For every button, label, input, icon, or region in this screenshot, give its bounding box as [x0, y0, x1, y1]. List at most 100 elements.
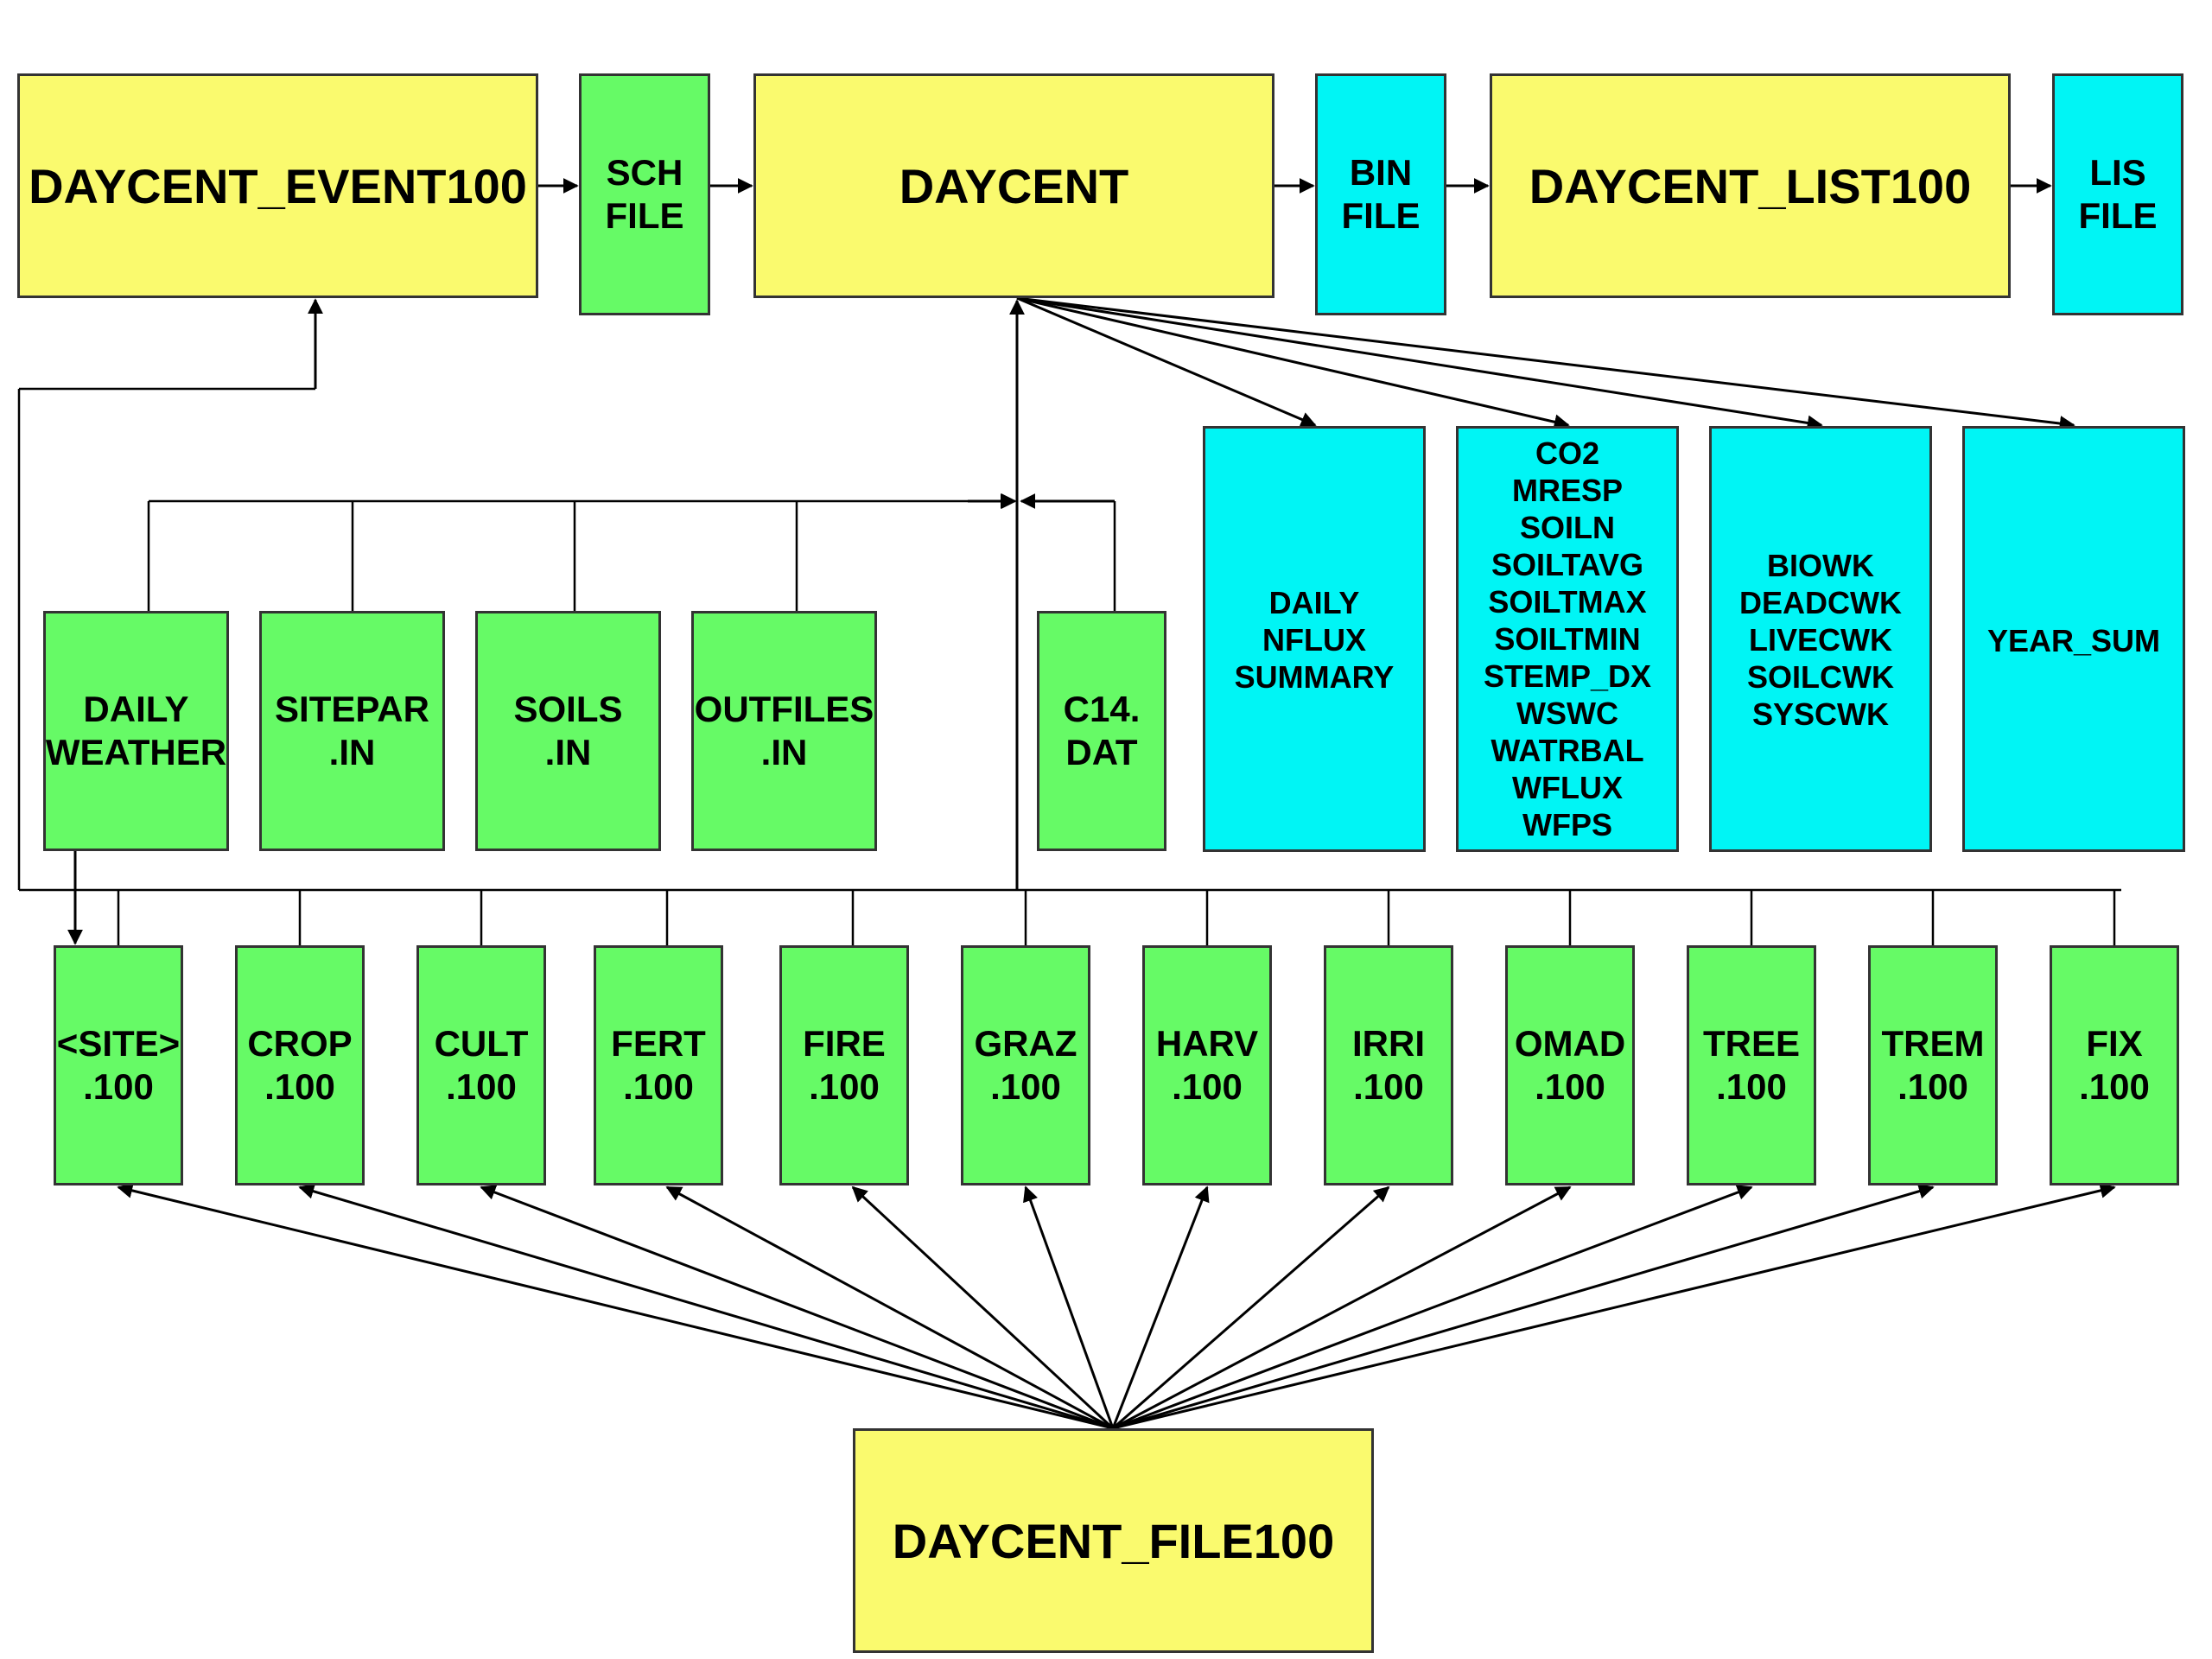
output-3-line-2: DEADCWK — [1739, 585, 1902, 620]
output-4-line-1: YEAR_SUM — [1986, 623, 2161, 658]
param-site-line-2: .100 — [83, 1066, 154, 1107]
param-file-fix: FIX .100 — [2050, 945, 2179, 1185]
output-2-line-10: WFLUX — [1512, 770, 1623, 805]
sitepar-in-box: SITEPAR .IN — [259, 611, 445, 851]
sitepar-in-line-2: .IN — [328, 732, 376, 772]
arrow-44 — [1112, 1185, 1572, 1430]
arrow-6 — [1016, 296, 1570, 430]
output-2-line-8: WSWC — [1516, 696, 1618, 731]
param-fert-line-2: .100 — [623, 1066, 694, 1107]
arrow-40 — [851, 1185, 1115, 1430]
daily-weather-line-1: DAILY — [83, 689, 189, 729]
arrow-8 — [1016, 296, 2075, 432]
output-1-line-3: SUMMARY — [1234, 659, 1395, 695]
c14-dat-line-1: C14. — [1063, 689, 1141, 729]
sch-file-line-1: SCH — [606, 152, 683, 193]
arrow-37 — [298, 1183, 1114, 1430]
output-2-line-4: SOILTAVG — [1491, 547, 1643, 582]
bin-file-box: BIN FILE — [1315, 73, 1446, 315]
output-2-line-9: WATRBAL — [1491, 733, 1644, 768]
soils-in-line-2: .IN — [544, 732, 592, 772]
param-file-harv: HARV .100 — [1142, 945, 1272, 1185]
arrow-46 — [1112, 1183, 1935, 1430]
param-file-tree: TREE .100 — [1687, 945, 1816, 1185]
output-3-line-4: SOILCWK — [1747, 659, 1894, 695]
daycent-label: DAYCENT — [899, 158, 1129, 213]
arrow-41 — [1023, 1185, 1115, 1429]
param-file-cult: CULT .100 — [416, 945, 546, 1185]
param-tree-line-2: .100 — [1716, 1066, 1787, 1107]
daycent-file100-label: DAYCENT_FILE100 — [892, 1513, 1335, 1568]
daycent-box: DAYCENT — [753, 73, 1274, 298]
param-file-fire: FIRE .100 — [779, 945, 909, 1185]
output-2-line-2: MRESP — [1511, 473, 1624, 508]
param-cult-line-1: CULT — [434, 1023, 529, 1064]
daycent-file100-box: DAYCENT_FILE100 — [853, 1428, 1374, 1653]
param-crop-line-1: CROP — [247, 1023, 353, 1064]
param-file-trem: TREM .100 — [1868, 945, 1998, 1185]
daycent-event100-box: DAYCENT_EVENT100 — [17, 73, 538, 298]
param-cult-line-2: .100 — [446, 1066, 517, 1107]
param-trem-line-1: TREM — [1881, 1023, 1985, 1064]
soils-in-line-1: SOILS — [513, 689, 623, 729]
output-2-line-1: CO2 — [1535, 435, 1600, 471]
daycent-list100-label: DAYCENT_LIST100 — [1529, 158, 1972, 213]
bin-file-line-1: BIN — [1349, 152, 1413, 193]
param-trem-line-2: .100 — [1897, 1066, 1968, 1107]
arrow-47 — [1112, 1183, 2116, 1430]
year-sum-box: YEAR_SUM — [1962, 426, 2185, 852]
c14-dat-line-2: DAT — [1065, 732, 1138, 772]
output-2-line-3: SOILN — [1519, 510, 1615, 545]
output-1-line-1: DAILY — [1268, 585, 1360, 620]
param-crop-line-2: .100 — [264, 1066, 335, 1107]
output-3-line-1: BIOWK — [1767, 548, 1874, 583]
param-omad-line-1: OMAD — [1514, 1023, 1626, 1064]
param-fire-line-1: FIRE — [803, 1023, 886, 1064]
sch-file-box: SCH FILE — [579, 73, 710, 315]
output-2-line-5: SOILTMAX — [1488, 584, 1647, 620]
param-tree-line-1: TREE — [1702, 1023, 1800, 1064]
daily-weather-box: DAILY WEATHER — [43, 611, 229, 851]
arrow-5 — [1016, 296, 1317, 427]
outfiles-in-line-2: .IN — [760, 732, 808, 772]
lis-file-line-2: FILE — [2078, 195, 2158, 236]
arrow-45 — [1112, 1185, 1753, 1430]
sitepar-in-line-1: SITEPAR — [275, 689, 429, 729]
output-3-line-3: LIVECWK — [1749, 622, 1892, 658]
param-site-line-1: <SITE> — [56, 1023, 181, 1064]
arrow-36 — [117, 1183, 1114, 1430]
output-3-line-5: SYSCWK — [1751, 696, 1889, 732]
param-harv-line-1: HARV — [1155, 1023, 1259, 1064]
param-file-crop: CROP .100 — [235, 945, 365, 1185]
param-file-graz: GRAZ .100 — [961, 945, 1090, 1185]
lis-file-box: LIS FILE — [2052, 73, 2183, 315]
param-file-omad: OMAD .100 — [1505, 945, 1635, 1185]
param-harv-line-2: .100 — [1172, 1066, 1243, 1107]
param-omad-line-2: .100 — [1535, 1066, 1605, 1107]
param-file-site: <SITE> .100 — [54, 945, 183, 1185]
outfiles-in-line-1: OUTFILES — [694, 689, 874, 729]
bin-file-line-2: FILE — [1341, 195, 1421, 236]
arrow-42 — [1111, 1185, 1210, 1429]
param-file-fert: FERT .100 — [594, 945, 723, 1185]
param-graz-line-1: GRAZ — [974, 1023, 1077, 1064]
param-fix-line-2: .100 — [2079, 1066, 2150, 1107]
param-fire-line-2: .100 — [809, 1066, 880, 1107]
param-irri-line-1: IRRI — [1352, 1023, 1425, 1064]
sch-file-line-2: FILE — [605, 195, 684, 236]
arrow-43 — [1112, 1185, 1390, 1430]
daycent-list100-box: DAYCENT_LIST100 — [1490, 73, 2011, 298]
param-graz-line-2: .100 — [990, 1066, 1061, 1107]
daily-nflux-summary-box: DAILY NFLUX SUMMARY — [1203, 426, 1426, 852]
arrow-7 — [1016, 296, 1823, 431]
biowk-cwk-outputs-box: BIOWK DEADCWK LIVECWK SOILCWK SYSCWK — [1709, 426, 1932, 852]
arrow-38 — [480, 1185, 1114, 1430]
lis-file-line-1: LIS — [2089, 152, 2146, 193]
arrow-39 — [665, 1185, 1114, 1430]
daycent-event100-label: DAYCENT_EVENT100 — [29, 158, 527, 213]
param-fert-line-1: FERT — [611, 1023, 706, 1064]
param-file-irri: IRRI .100 — [1324, 945, 1453, 1185]
c14-dat-box: C14. DAT — [1037, 611, 1166, 851]
output-2-line-6: SOILTMIN — [1494, 621, 1641, 657]
soils-in-box: SOILS .IN — [475, 611, 661, 851]
